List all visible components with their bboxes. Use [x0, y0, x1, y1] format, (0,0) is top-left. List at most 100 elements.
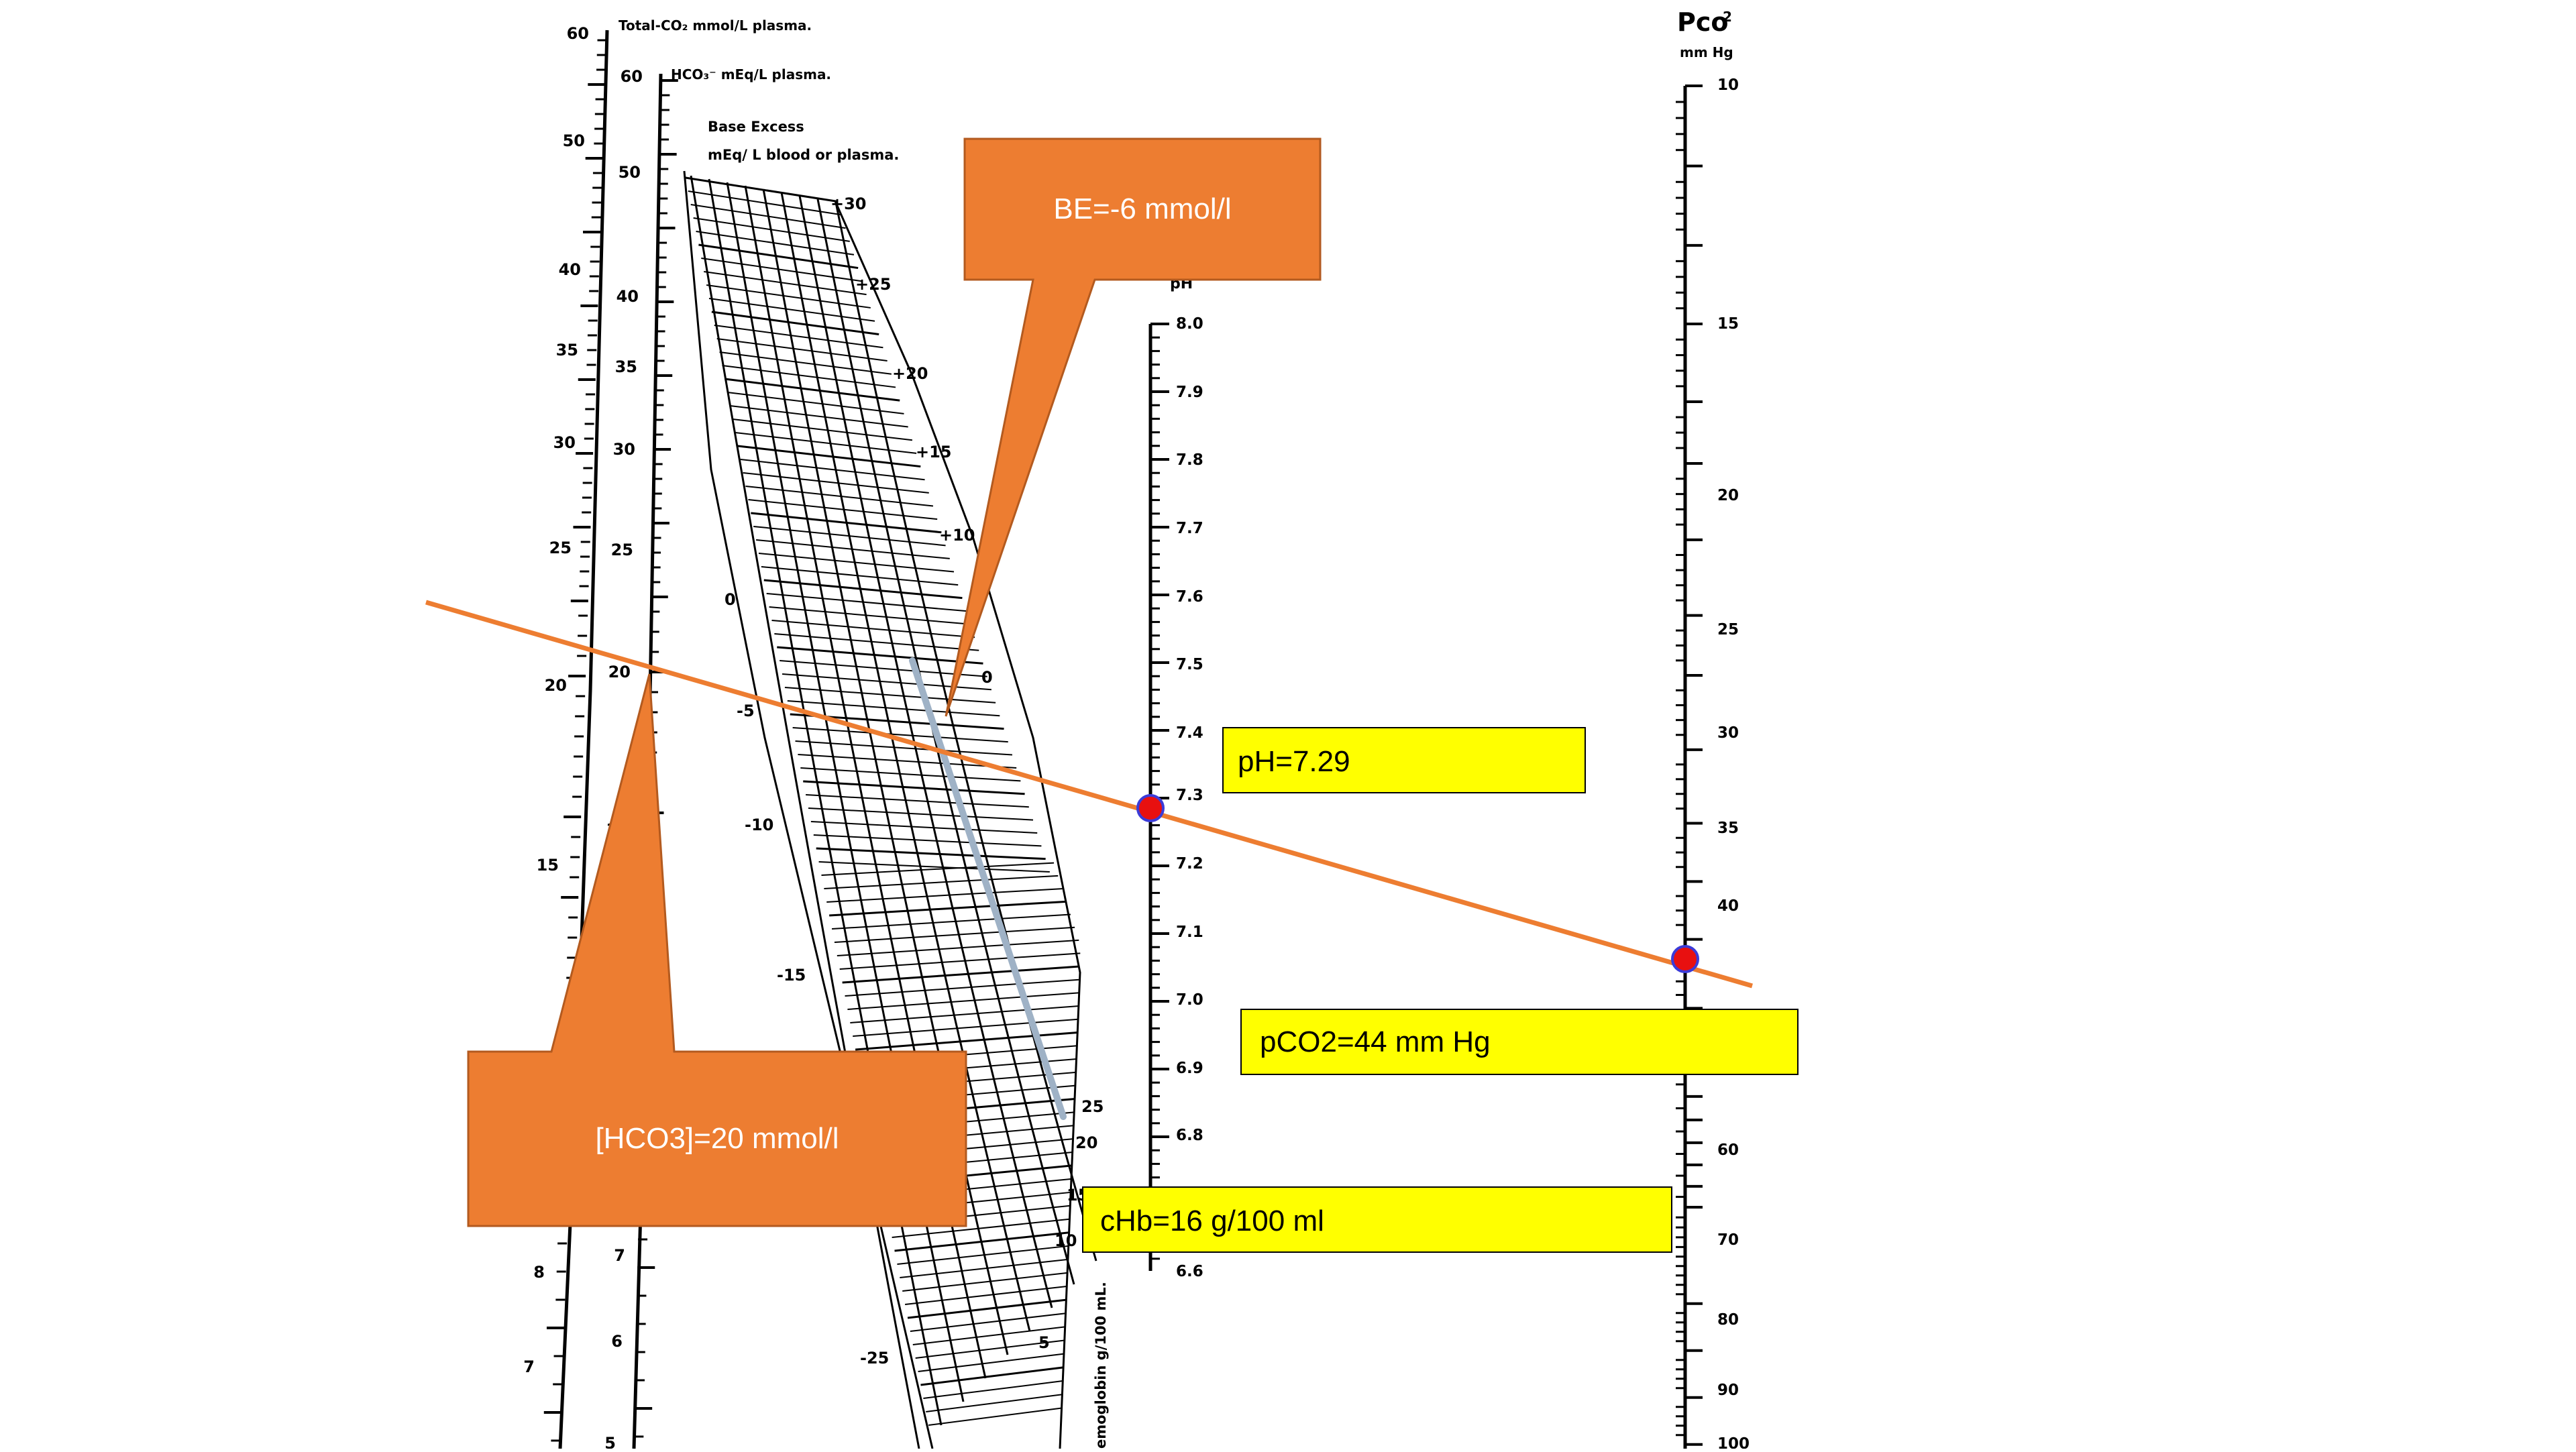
pco2-tick-label: 10: [1717, 76, 1739, 94]
pco2-ticks: [1676, 85, 1703, 1446]
base-excess-hatch: [719, 351, 892, 375]
hco3-tick-label: 6: [611, 1332, 623, 1351]
base-excess-tick-label: +20: [892, 364, 928, 383]
ph-label-box: pH=7.29: [1222, 727, 1586, 793]
base-excess-tick-label: -15: [777, 966, 806, 985]
base-excess-hatch: [926, 1394, 1062, 1412]
pco2-title-subscript: 2: [1723, 9, 1732, 25]
base-excess-hatch: [701, 258, 863, 282]
hco3-tick-label: 5: [604, 1434, 616, 1449]
base-excess-hatch: [732, 418, 913, 441]
base-excess-hatch: [722, 365, 896, 388]
base-excess-hatch: [771, 620, 975, 638]
hemoglobin-tick-label: 10: [1055, 1231, 1077, 1250]
pco2-tick-label: 90: [1717, 1382, 1739, 1399]
ph-tick-label: 6.8: [1176, 1127, 1203, 1144]
base-excess-hatch: [831, 913, 1071, 930]
ph-tick-label: 7.2: [1176, 855, 1203, 873]
pco2-tick-label: 35: [1717, 820, 1739, 837]
pco2-tick-label: 60: [1717, 1141, 1739, 1159]
base-excess-hatch: [803, 780, 1025, 795]
be-callout: BE=-6 mmol/l: [945, 137, 1322, 717]
total-co2-title: Total-CO₂ mmol/L plasma.: [619, 17, 812, 34]
hco3-tick-label: 35: [615, 357, 637, 376]
ph-tick-label: 7.9: [1176, 384, 1203, 401]
base-excess-hatch: [808, 807, 1034, 821]
base-excess-hatch: [894, 1231, 1069, 1252]
hemoglobin-reading-line: [909, 657, 1067, 1120]
pco2-tick-label: 20: [1717, 487, 1739, 504]
hemoglobin-tick-label: 25: [1081, 1097, 1104, 1116]
base-excess-hatch: [730, 405, 908, 428]
base-excess-hatch: [714, 325, 883, 349]
pco2-label-box-rect: [1240, 1009, 1799, 1075]
base-excess-hatch: [763, 579, 963, 600]
base-excess-hatch: [766, 593, 967, 612]
base-excess-hatch: [910, 1313, 1065, 1332]
base-excess-hatch: [758, 553, 955, 573]
base-excess-hatch: [753, 526, 946, 547]
ph-label-text: pH=7.29: [1238, 745, 1350, 778]
pco2-label-text: pCO2=44 mm Hg: [1260, 1025, 1491, 1058]
base-excess-hatch: [816, 847, 1046, 860]
hco3-tick-label: 20: [608, 663, 631, 681]
base-excess-title-line1: Base Excess: [708, 119, 804, 135]
base-excess-hatch: [915, 1339, 1064, 1359]
base-excess-hatch: [900, 1258, 1068, 1278]
hco3-tick-label: 30: [613, 440, 635, 459]
base-excess-hatch: [795, 740, 1013, 756]
base-excess-hatch: [842, 965, 1080, 984]
total-co2-tick-label: 60: [567, 24, 589, 43]
chb-label-text: cHb=16 g/100 ml: [1100, 1205, 1324, 1237]
base-excess-hatch: [800, 767, 1021, 782]
base-excess-tick-label: +15: [916, 443, 952, 461]
ph-scale: pH 8.0 7.9 7.8 7.7 7.6 7.5 7.4 7.3 7.2 7…: [1148, 276, 1203, 1280]
base-excess-hatch: [918, 1353, 1064, 1372]
total-co2-tick-label: 20: [545, 676, 567, 695]
base-excess-hatch: [780, 660, 987, 677]
pco2-tick-label: 80: [1717, 1311, 1739, 1329]
base-excess-tick-label: +10: [939, 526, 975, 545]
base-excess-hatch: [897, 1245, 1068, 1265]
base-excess-hatch: [743, 472, 929, 494]
chb-label-box: cHb=16 g/100 ml: [1082, 1186, 1672, 1253]
base-excess-hatch: [740, 459, 925, 481]
base-excess-hatch: [847, 992, 1079, 1010]
base-excess-hatch: [761, 566, 959, 586]
ph-tick-label: 7.1: [1176, 924, 1203, 941]
pco2-tick-label: 40: [1717, 897, 1739, 915]
total-co2-axis: [558, 30, 609, 1449]
base-excess-hatch: [784, 687, 996, 704]
hco3-tick-label: 60: [621, 67, 643, 86]
base-excess-hatch: [850, 1005, 1078, 1023]
base-excess-hatch: [769, 606, 971, 625]
base-excess-tick-label: 0: [981, 668, 993, 687]
hemoglobin-title: emoglobin g/100 mL.: [1093, 1282, 1109, 1449]
base-excess-hatch: [724, 378, 900, 402]
ph-tick-label: 7.7: [1176, 520, 1203, 537]
base-excess-hatch: [912, 1326, 1065, 1345]
base-excess-hatch: [892, 1218, 1069, 1238]
ph-tick-label: 7.4: [1176, 724, 1203, 742]
base-excess-hatch: [902, 1272, 1067, 1292]
base-excess-hatch: [716, 338, 888, 361]
base-excess-hatch: [845, 979, 1079, 997]
base-excess-hatch: [748, 499, 938, 520]
base-excess-hatch: [685, 176, 838, 203]
pco2-unit: mm Hg: [1680, 44, 1733, 60]
base-excess-hatch: [829, 900, 1067, 917]
base-excess-hatch: [777, 646, 983, 665]
base-excess-tick-label: -5: [737, 702, 755, 720]
base-excess-hatch: [839, 952, 1081, 970]
total-co2-tick-label: 50: [563, 131, 585, 150]
base-excess-hatch: [787, 700, 1000, 717]
base-excess-hatch: [711, 311, 879, 335]
pco2-scale: Pco 2 mm Hg 10 15 20 25 30 35 40 60 70 8…: [1676, 7, 1750, 1452]
pco2-title: Pco: [1677, 7, 1728, 37]
base-excess-hatch: [904, 1286, 1067, 1305]
base-excess-tick-label: -10: [745, 816, 773, 834]
base-excess-hatch: [855, 1031, 1077, 1051]
hemoglobin-tick-label: 20: [1075, 1133, 1097, 1152]
base-excess-hatch: [698, 243, 859, 270]
